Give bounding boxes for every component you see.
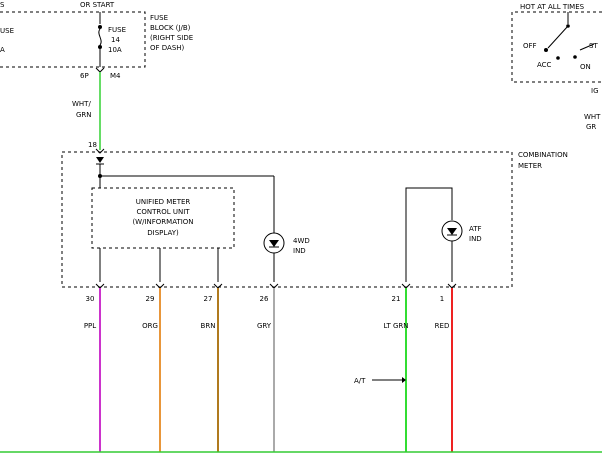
- unified-unit-line-2: CONTROL UNIT: [136, 208, 190, 216]
- switch-gr-label: GR: [586, 123, 596, 131]
- led-atf-label-1: ATF: [469, 225, 482, 233]
- led-4wd-label-2: IND: [293, 247, 306, 255]
- unified-unit-line-1: UNIFIED METER: [136, 198, 191, 206]
- at-label: A/T: [354, 377, 366, 385]
- fuse-block-area: S OR START USE A FUSE 14 10A FUSE BLOCK …: [0, 1, 193, 80]
- wire-color-label: GRY: [257, 322, 272, 330]
- left-fuse-label: USE: [0, 27, 14, 35]
- switch-contact-acc: [556, 56, 560, 60]
- connector-m4: M4: [110, 72, 121, 80]
- at-pointer-arrow: [402, 377, 406, 383]
- combination-meter-title-2: METER: [518, 162, 542, 170]
- pin-21-connector: [401, 283, 411, 289]
- wire-color-label: LT GRN: [384, 322, 409, 330]
- switch-contact-off: [544, 48, 548, 52]
- switch-st-label: ST: [589, 42, 598, 50]
- fuse-block-title-2: BLOCK (J/B): [150, 24, 191, 32]
- pin-26-connector: [269, 283, 279, 289]
- switch-st-link: [579, 43, 595, 51]
- combination-meter-outline: [61, 151, 513, 288]
- hot-at-all-times-label: HOT AT ALL TIMES: [520, 3, 585, 11]
- led-atf-diode: [447, 228, 457, 235]
- fuse-element: [98, 28, 102, 46]
- switch-contact-on: [573, 55, 577, 59]
- wire-color-label: PPL: [84, 322, 96, 330]
- ignition-switch-outline: [511, 11, 602, 83]
- wire-color-label: ORG: [142, 322, 158, 330]
- fuse-block-outline: [0, 11, 146, 68]
- led-4wd-diode: [269, 240, 279, 247]
- pin-number: 29: [146, 295, 155, 303]
- connector-6p: 6P: [80, 72, 89, 80]
- atf-loop-wire: [405, 187, 453, 282]
- pin-18-connector: [95, 148, 105, 154]
- switch-wht-label: WHT: [584, 113, 601, 121]
- combination-meter: COMBINATION METER UNIFIED METER CONTROL …: [61, 148, 568, 288]
- switch-on-label: ON: [580, 63, 591, 71]
- wht-grn-label-1: WHT/: [72, 100, 91, 108]
- fuse-rating: 10A: [108, 46, 122, 54]
- wht-grn-label-2: GRN: [76, 111, 92, 119]
- pin-30-connector: [95, 283, 105, 289]
- wire-color-label: RED: [435, 322, 450, 330]
- combination-meter-title-1: COMBINATION: [518, 151, 568, 159]
- led-4wd-label-1: 4WD: [293, 237, 310, 245]
- fuse-terminal-bottom: [98, 45, 102, 49]
- pin-number: 27: [204, 295, 213, 303]
- internal-diode: [96, 157, 104, 163]
- switch-off-label: OFF: [523, 42, 537, 50]
- fuse-number: 14: [111, 36, 120, 44]
- fuse-label: FUSE: [108, 26, 126, 34]
- switch-acc-label: ACC: [537, 61, 552, 69]
- connector-6p-symbol: [95, 67, 105, 73]
- fuse-block-title-3: (RIGHT SIDE: [150, 34, 193, 42]
- fuse-block-title-4: OF DASH): [150, 44, 185, 52]
- fuse-terminal-top: [98, 25, 102, 29]
- pin-number: 26: [260, 295, 269, 303]
- unified-unit-line-4: DISPLAY): [147, 229, 179, 237]
- pin-number: 1: [440, 295, 444, 303]
- top-left-label: S: [0, 1, 5, 9]
- unified-meter-unit-outline: [91, 187, 235, 249]
- switch-arm: [547, 25, 569, 49]
- led-atf-label-2: IND: [469, 235, 482, 243]
- unified-unit-line-3: (W/INFORMATION: [132, 218, 193, 226]
- or-start-label: OR START: [80, 1, 115, 9]
- pin-number: 21: [392, 295, 401, 303]
- switch-ig-label: IG: [591, 87, 599, 95]
- ignition-switch-area: HOT AT ALL TIMES OFF ACC ON ST IG WHT GR: [511, 3, 602, 131]
- fuse-block-title-1: FUSE: [150, 14, 168, 22]
- left-fuse-rating: A: [0, 46, 5, 54]
- pin-29-connector: [155, 283, 165, 289]
- wire-color-label: BRN: [201, 322, 216, 330]
- pin-number: 30: [86, 295, 95, 303]
- pin-18-label: 18: [88, 141, 97, 149]
